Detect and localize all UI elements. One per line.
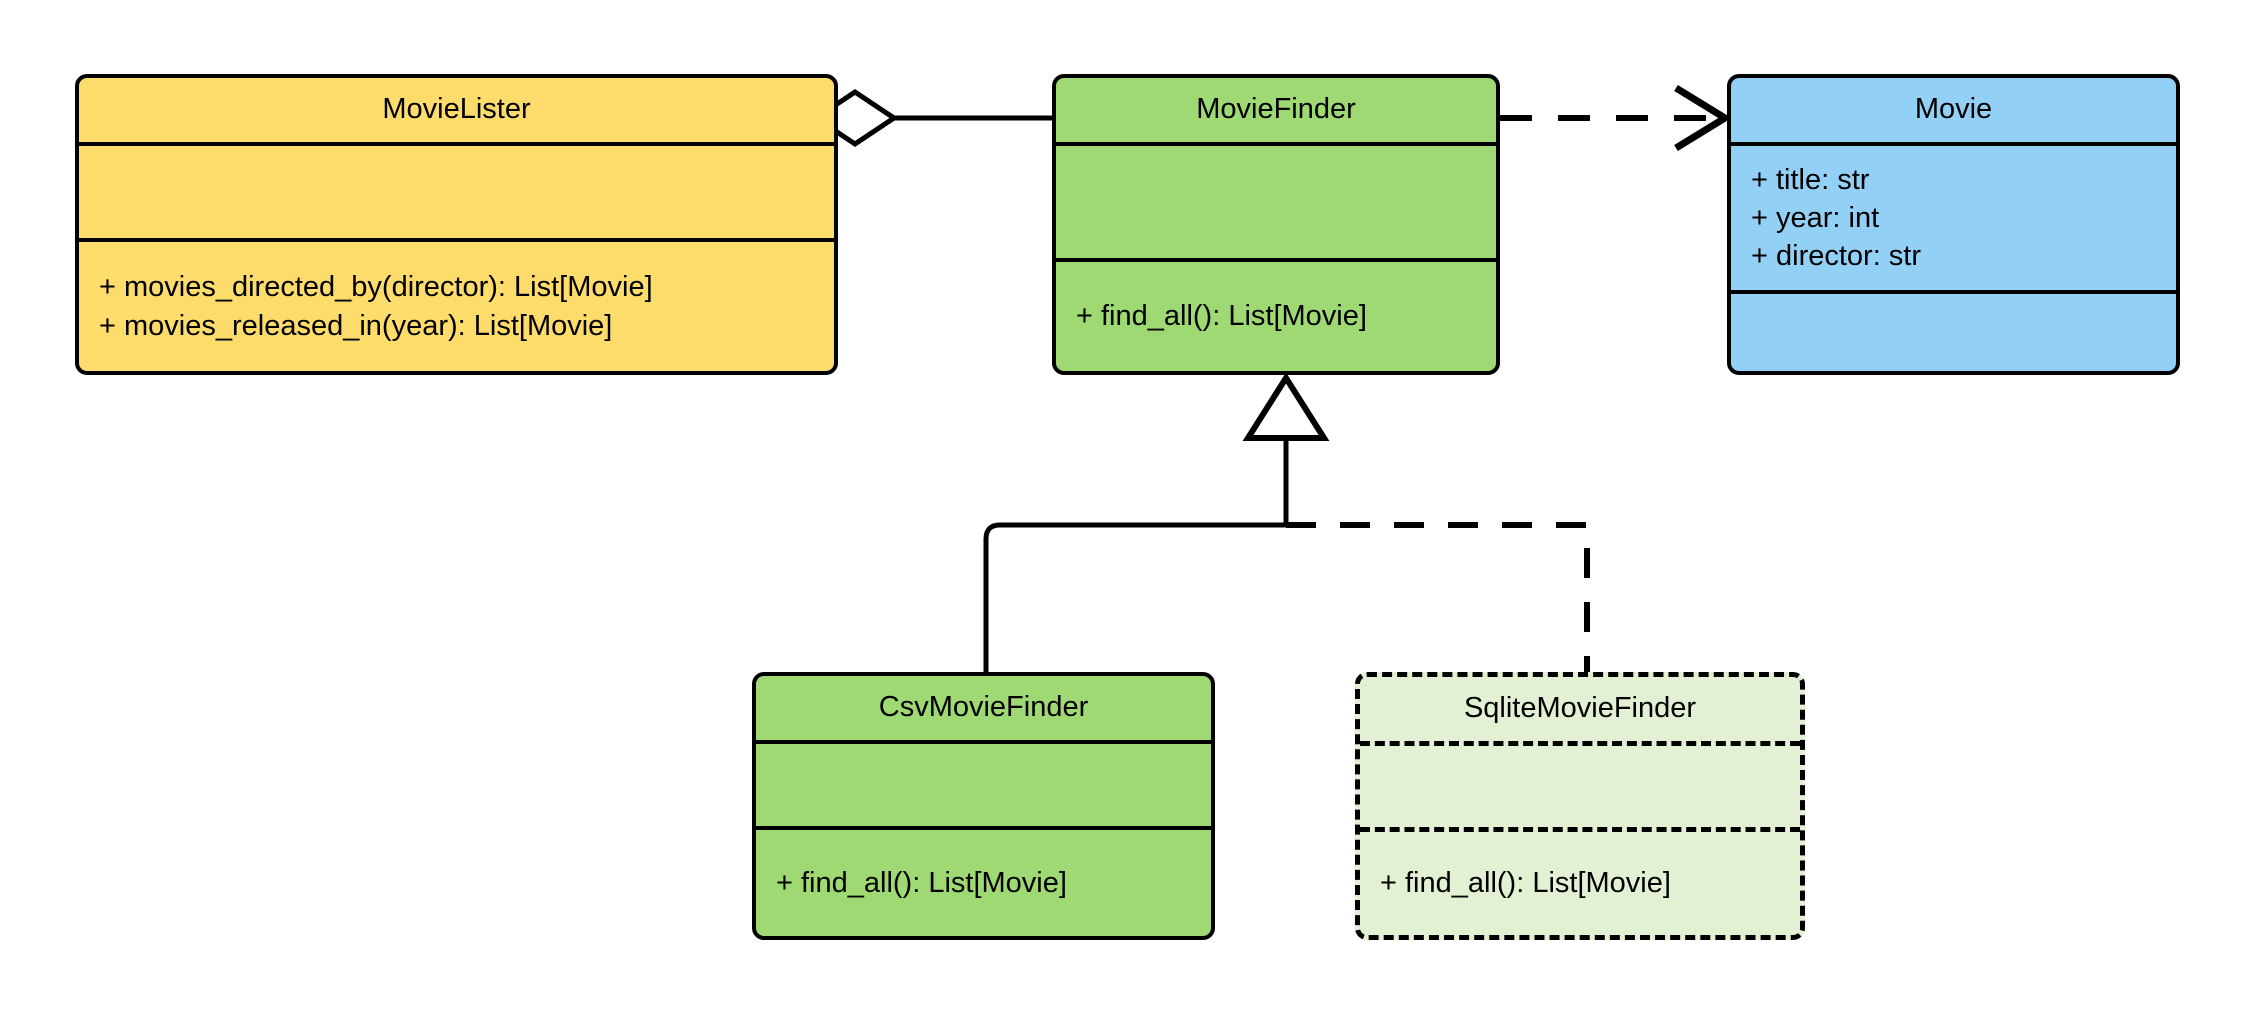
open-arrow-icon [1674,85,1732,151]
methods-compartment: + find_all(): List[Movie] [756,826,1211,936]
class-box-movielister[interactable]: MovieLister + movies_directed_by(directo… [75,74,838,375]
class-name-compartment: SqliteMovieFinder [1360,677,1800,741]
method-item: + find_all(): List[Movie] [776,866,1067,899]
class-name-compartment: MovieFinder [1056,78,1496,142]
inheritance-triangle-group [1242,372,1330,525]
attributes-compartment [756,740,1211,826]
methods-compartment: + find_all(): List[Movie] [1056,258,1496,371]
class-box-moviefinder[interactable]: MovieFinder + find_all(): List[Movie] [1052,74,1500,375]
hollow-triangle-icon [1242,372,1330,441]
attributes-compartment [79,142,834,238]
methods-compartment: + movies_directed_by(director): List[Mov… [79,238,834,371]
inheritance-sqlitemoviefinder [1286,522,1590,672]
attributes-compartment [1056,142,1496,258]
methods-compartment [1731,290,2176,371]
inheritance-line-csv [983,522,1286,672]
class-name-compartment: Movie [1731,78,2176,142]
dependency-moviefinder-movie [1500,85,1732,151]
class-name-label: MovieFinder [1196,93,1356,126]
attributes-compartment [1360,741,1800,827]
class-box-csvmoviefinder[interactable]: CsvMovieFinder + find_all(): List[Movie] [752,672,1215,940]
class-name-compartment: MovieLister [79,78,834,142]
inheritance-line-sqlite [1286,522,1590,672]
method-item: + movies_released_in(year): List[Movie] [99,309,613,342]
attribute-item: + title: str [1751,163,1870,196]
attribute-item: + year: int [1751,201,1880,234]
class-name-label: Movie [1914,93,1993,126]
method-item: + movies_directed_by(director): List[Mov… [99,271,653,304]
method-item: + find_all(): List[Movie] [1076,300,1367,333]
class-name-compartment: CsvMovieFinder [756,676,1211,740]
method-item: + find_all(): List[Movie] [1380,867,1671,900]
aggregation-movielister-moviefinder [811,88,1052,148]
attributes-compartment: + title: str + year: int + director: str [1731,142,2176,290]
inheritance-csvmoviefinder [983,522,1286,672]
class-name-label: SqliteMovieFinder [1463,692,1697,725]
class-box-movie[interactable]: Movie + title: str + year: int + directo… [1727,74,2180,375]
class-name-label: CsvMovieFinder [878,691,1089,724]
attribute-item: + director: str [1751,240,1922,273]
methods-compartment: + find_all(): List[Movie] [1360,827,1800,935]
class-box-sqlitemoviefinder[interactable]: SqliteMovieFinder + find_all(): List[Mov… [1355,672,1805,940]
class-name-label: MovieLister [382,93,531,126]
